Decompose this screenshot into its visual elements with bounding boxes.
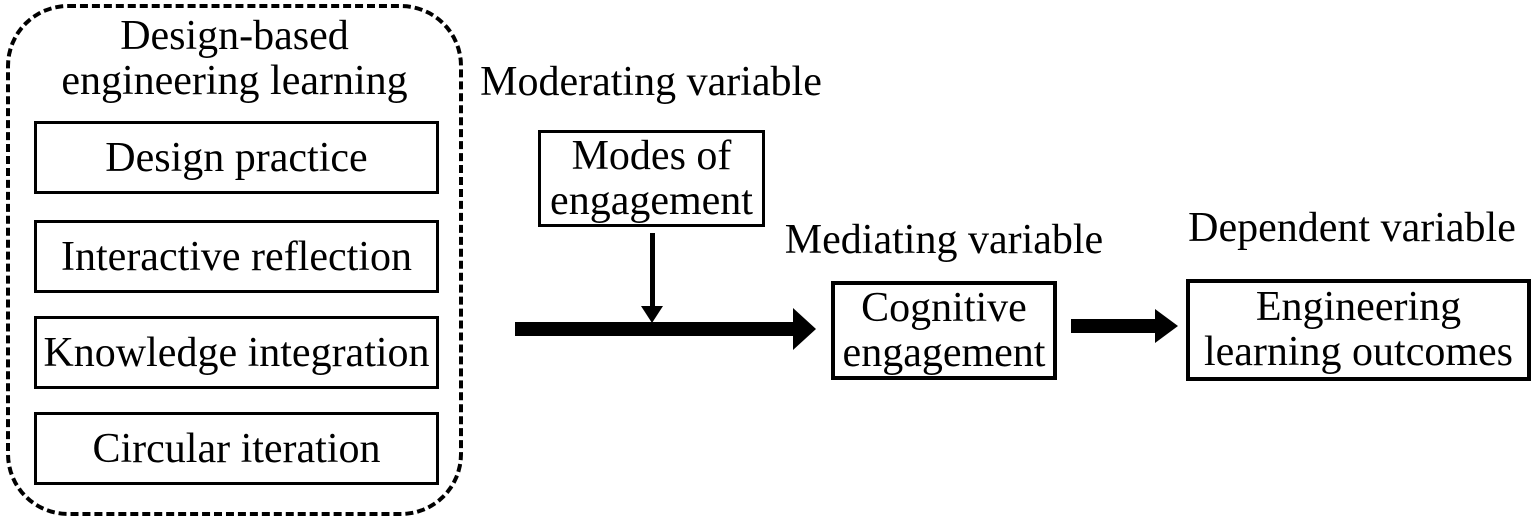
box-outcomes-line1: Engineering <box>1255 284 1462 330</box>
box-engineering-learning-outcomes: Engineering learning outcomes <box>1186 279 1531 381</box>
arrow-moderator-to-path-shaft <box>650 233 655 308</box>
box-knowledge-integration-label: Knowledge integration <box>43 329 430 376</box>
box-design-practice-label: Design practice <box>105 134 368 181</box>
arrow-mediator-to-dependent-shaft <box>1071 319 1155 333</box>
box-cognitive-line2: engagement <box>842 329 1046 376</box>
arrow-independent-to-mediator-head <box>793 308 816 350</box>
box-modes-of-engagement: Modes of engagement <box>538 130 765 227</box>
dependent-variable-label: Dependent variable <box>1188 205 1516 251</box>
box-knowledge-integration: Knowledge integration <box>34 316 439 389</box>
box-modes-line2: engagement <box>550 177 753 224</box>
box-interactive-reflection: Interactive reflection <box>34 220 439 293</box>
box-cognitive-engagement: Cognitive engagement <box>831 281 1057 380</box>
box-circular-iteration: Circular iteration <box>34 412 439 485</box>
arrow-moderator-to-path-head <box>641 306 663 323</box>
mediating-variable-label: Mediating variable <box>784 217 1104 263</box>
box-design-practice: Design practice <box>34 121 439 194</box>
box-modes-line1: Modes of <box>571 132 732 179</box>
box-cognitive-line1: Cognitive <box>861 284 1027 331</box>
arrow-independent-to-mediator-shaft <box>515 322 793 336</box>
box-interactive-reflection-label: Interactive reflection <box>61 233 412 280</box>
design-based-engineering-learning-group: Design-based engineering learning Design… <box>6 4 463 516</box>
arrow-mediator-to-dependent-head <box>1155 309 1178 343</box>
group-title-line1: Design-based <box>120 13 349 59</box>
box-circular-iteration-label: Circular iteration <box>92 425 381 472</box>
moderating-variable-label: Moderating variable <box>480 59 822 105</box>
group-title: Design-based engineering learning <box>10 14 459 104</box>
group-title-line2: engineering learning <box>61 58 408 104</box>
box-outcomes-line2: learning outcomes <box>1203 329 1514 375</box>
